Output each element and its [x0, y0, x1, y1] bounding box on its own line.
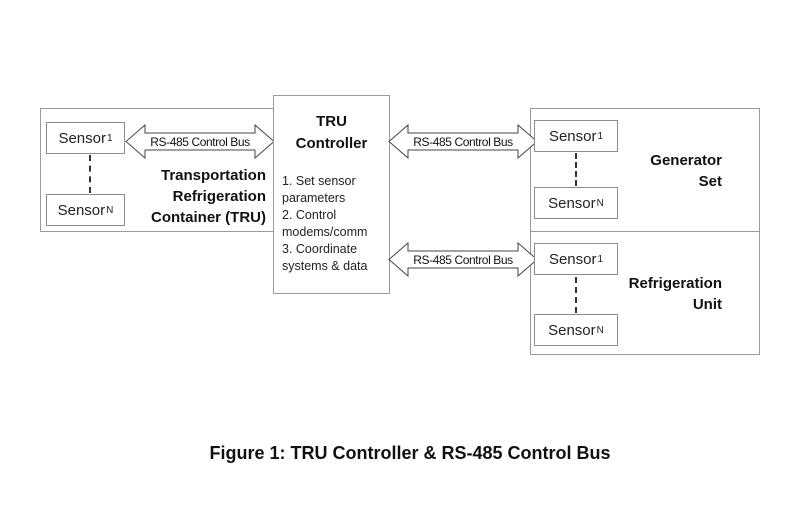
refrigeration-unit-label: Refrigeration Unit	[610, 273, 722, 315]
label-line: Generator	[650, 152, 722, 169]
function-line: 2. Control	[282, 208, 337, 222]
rs485-bus-arrow-generator: RS-485 Control Bus	[388, 124, 538, 159]
sensor-subscript: N	[596, 324, 604, 336]
tru-controller-box: TRU Controller 1. Set sensor parameters …	[273, 95, 390, 294]
generator-sensor-dashed-link	[575, 153, 577, 186]
bus-label: RS-485 Control Bus	[413, 252, 513, 267]
sensor-subscript: N	[106, 204, 114, 216]
tru-container-label: Transportation Refrigeration Container (…	[130, 165, 266, 228]
sensor-name: Sensor	[58, 129, 106, 147]
sensor-name: Sensor	[548, 321, 596, 339]
tru-sensor-dashed-link	[89, 155, 91, 193]
function-line: systems & data	[282, 259, 368, 273]
label-line: Container (TRU)	[151, 209, 266, 226]
label-line: Transportation	[160, 167, 266, 184]
rs485-bus-arrow-refrigeration: RS-485 Control Bus	[388, 242, 538, 277]
refrigeration-sensor-dashed-link	[575, 277, 577, 313]
controller-title-line: Controller	[295, 135, 368, 152]
function-line: 3. Coordinate	[282, 242, 358, 256]
generator-set-label: Generator Set	[620, 150, 722, 192]
bus-label: RS-485 Control Bus	[150, 134, 250, 149]
bus-label: RS-485 Control Bus	[413, 134, 513, 149]
function-line: modems/comm	[282, 225, 368, 239]
controller-functions: 1. Set sensor parameters 2. Control mode…	[282, 173, 389, 275]
sensor-name: Sensor	[57, 201, 106, 219]
function-line: parameters	[282, 191, 346, 205]
sensor-subscript: N	[596, 197, 604, 209]
label-line: Unit	[692, 296, 722, 313]
figure-caption: Figure 1: TRU Controller & RS-485 Contro…	[209, 443, 611, 463]
controller-title-line: TRU	[316, 113, 347, 130]
sensor-subscript: 1	[106, 132, 113, 144]
sensor-name: Sensor	[548, 250, 597, 268]
label-line: Set	[698, 173, 722, 190]
sensor-name: Sensor	[548, 194, 596, 212]
function-line: 1. Set sensor	[282, 174, 356, 188]
controller-title: TRU Controller	[274, 111, 389, 155]
sensor-subscript: 1	[597, 130, 604, 142]
sensor-subscript: 1	[597, 253, 604, 265]
label-line: Refrigeration	[172, 188, 266, 205]
sensor-name: Sensor	[548, 127, 597, 145]
rs485-bus-arrow-tru: RS-485 Control Bus	[125, 124, 275, 159]
label-line: Refrigeration	[628, 275, 722, 292]
